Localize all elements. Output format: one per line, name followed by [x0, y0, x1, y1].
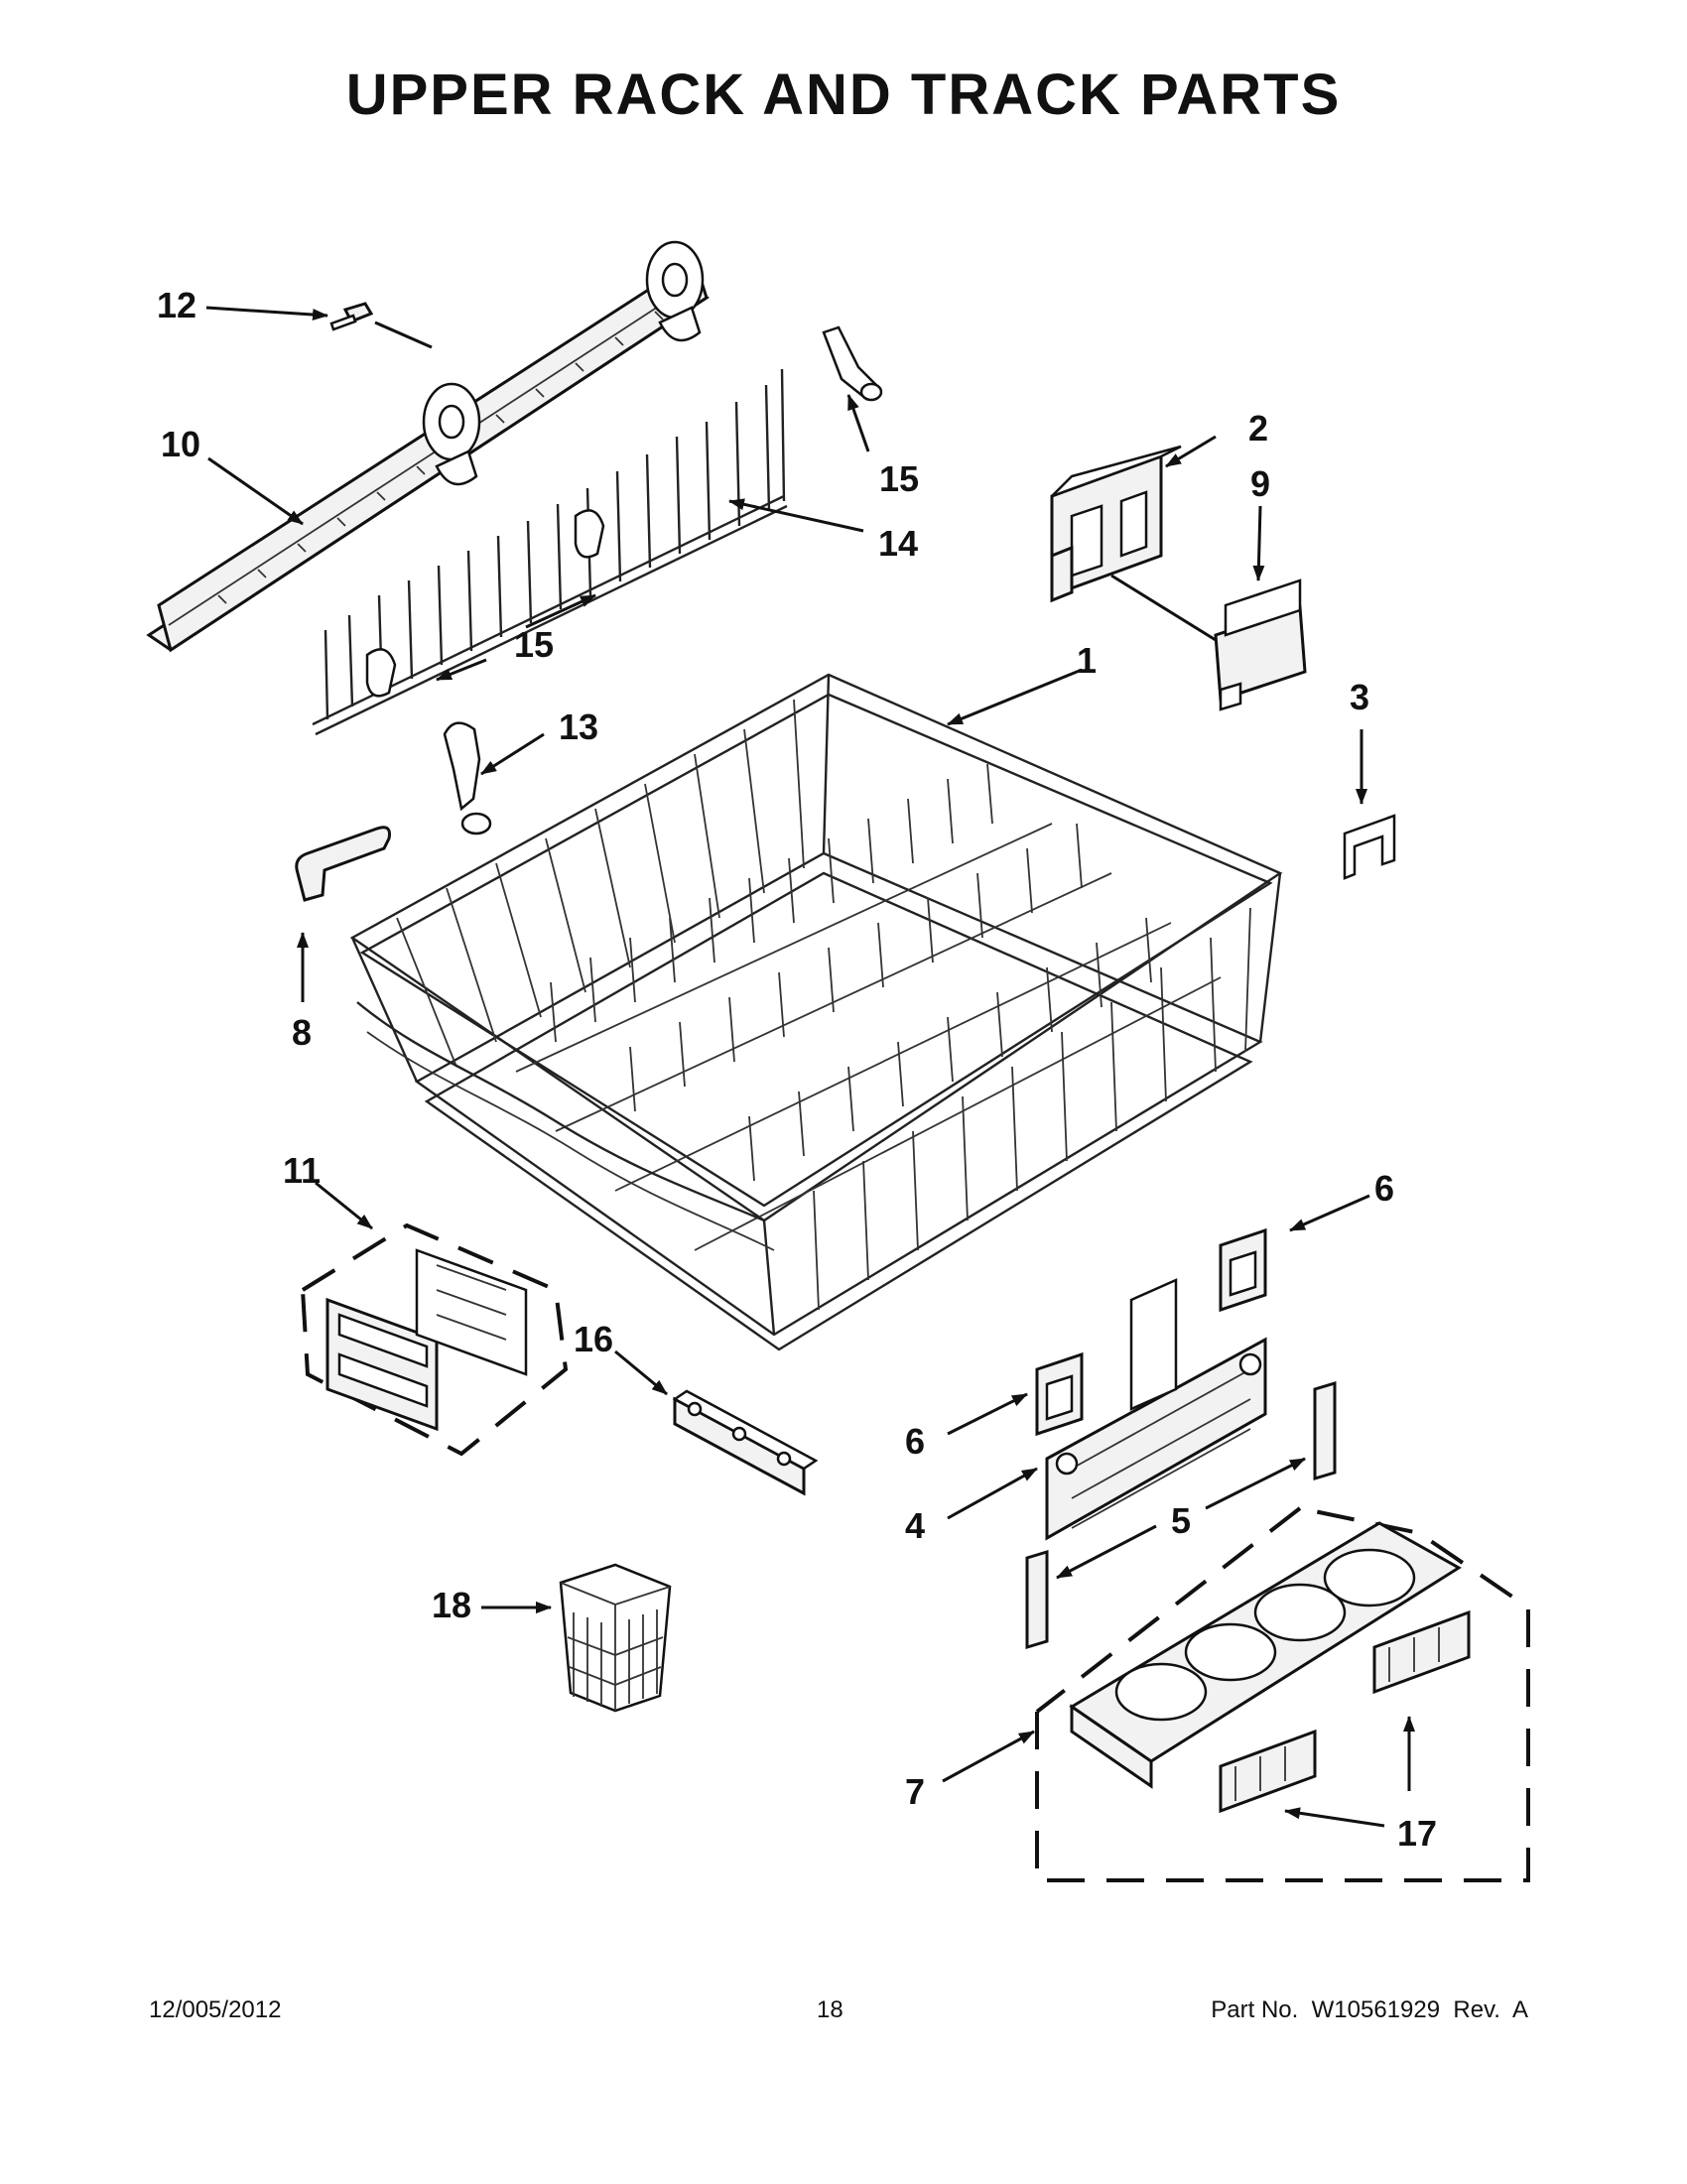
part-5-stop-right	[1313, 1380, 1337, 1481]
callout-10: 10	[161, 424, 200, 464]
callout-5: 5	[1171, 1500, 1191, 1541]
callout-18: 18	[432, 1585, 471, 1625]
callout-14: 14	[878, 523, 918, 564]
footer-page-number: 18	[817, 1996, 844, 2023]
part-13-clip	[443, 721, 492, 835]
callout-8: 8	[292, 1012, 312, 1053]
callout-labels: 12 10 15 14 15 2 9 1 3 13 8 11 6 16 6 4 …	[157, 285, 1437, 1854]
callout-6-upper: 6	[1374, 1168, 1394, 1209]
callout-13: 13	[559, 707, 598, 747]
part-14-tine-row	[312, 368, 788, 736]
part-15-clip-top	[822, 325, 883, 402]
part-18-small-basket	[559, 1563, 672, 1713]
part-17-clip-left	[1219, 1729, 1317, 1814]
footer-part-number: Part No. W10561929 Rev. A	[1211, 1996, 1528, 2023]
part-5-stop-left	[1025, 1549, 1049, 1650]
part-9-bracket	[1214, 578, 1307, 711]
part-12-screw	[329, 302, 374, 331]
callout-17: 17	[1397, 1813, 1437, 1854]
part-1-upper-rack	[349, 673, 1283, 1351]
part-7-tray	[1035, 1506, 1530, 1882]
callout-7: 7	[905, 1771, 925, 1812]
part-3-clip	[1343, 814, 1396, 880]
leader-lines	[205, 306, 1415, 1828]
part-16-track-stop	[672, 1389, 819, 1496]
callout-6-lower: 6	[905, 1421, 925, 1462]
callout-1: 1	[1077, 640, 1097, 681]
callout-16: 16	[574, 1319, 613, 1359]
callout-11: 11	[283, 1150, 321, 1191]
callout-2: 2	[1248, 408, 1268, 449]
part-8-bracket	[295, 826, 391, 902]
part-10-track-rail	[146, 240, 711, 653]
part-6-clip-lower	[1035, 1351, 1084, 1437]
part-6-clip-upper	[1219, 1227, 1267, 1313]
callout-9: 9	[1250, 463, 1270, 504]
page-title: UPPER RACK AND TRACK PARTS	[345, 63, 1342, 127]
footer-date: 12/005/2012	[149, 1996, 282, 2023]
part-17-clip-right	[1372, 1609, 1471, 1695]
callout-15-top: 15	[879, 458, 919, 499]
part-4-rack-assembly	[1045, 1278, 1267, 1541]
part-2-bracket	[1050, 445, 1182, 603]
part-11-basket-cover	[300, 1222, 569, 1457]
callout-15-lower: 15	[514, 624, 554, 665]
callout-3: 3	[1350, 677, 1369, 717]
callout-4: 4	[905, 1505, 925, 1546]
callout-12: 12	[157, 285, 196, 325]
